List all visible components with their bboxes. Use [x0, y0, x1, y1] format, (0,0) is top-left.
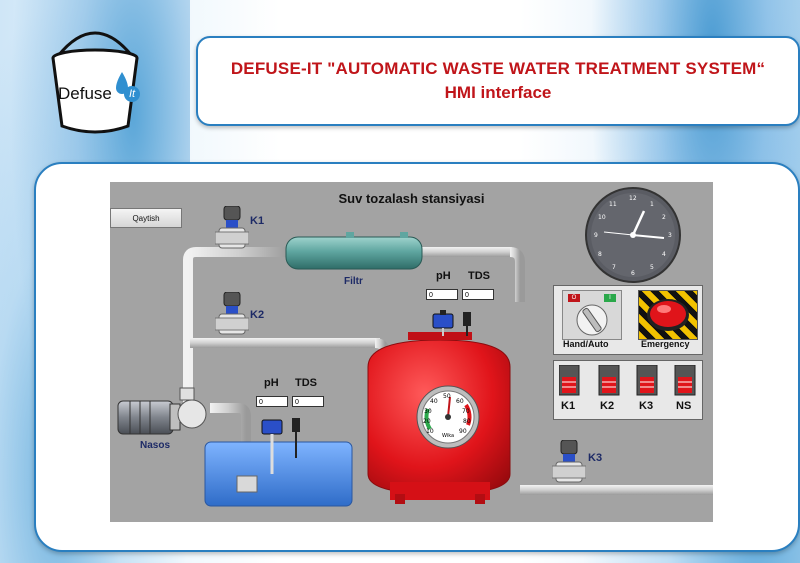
clock-number: 6 — [631, 270, 635, 277]
clock-number: 9 — [594, 232, 598, 239]
basin-tds-field: 0 — [292, 396, 324, 407]
clock-number: 7 — [612, 264, 616, 271]
header-title: DEFUSE-IT "AUTOMATIC WASTE WATER TREATME… — [230, 59, 766, 78]
basin-tds-label: TDS — [295, 377, 317, 389]
clock-number: 1 — [650, 201, 654, 208]
gauge-tick: 60 — [456, 398, 464, 405]
gauge-tick: 90 — [459, 428, 467, 435]
logo-text: Defuse — [58, 84, 112, 103]
selector-off-label: O — [568, 294, 580, 302]
pump-label: Nasos — [140, 440, 171, 451]
emergency-label: Emergency — [641, 339, 690, 349]
rotary-switch-icon — [576, 304, 608, 336]
selector-on-label: I — [604, 294, 616, 302]
clock-icon: 12 1 2 3 4 5 6 7 8 9 10 11 — [585, 187, 681, 283]
basin-ph-label: pH — [264, 377, 279, 389]
gauge-brand: Wika — [442, 433, 454, 439]
indicator-k3-label: K3 — [639, 400, 654, 412]
basin-sensor-probes-icon — [261, 418, 300, 474]
header-subtitle: HMI interface — [444, 83, 552, 102]
emergency-stop-button[interactable] — [638, 290, 698, 340]
gauge-tick: 80 — [463, 418, 471, 425]
hmi-panel: Suv tozalash stansiyasi Qaytish — [110, 182, 713, 522]
indicator-k2-label: K2 — [600, 400, 615, 412]
emergency-button-icon — [647, 299, 689, 331]
tank-sensor-probes-icon — [432, 310, 471, 336]
pressure-gauge-icon: 10 20 30 40 50 60 70 80 90 Wika — [416, 385, 480, 449]
back-button[interactable]: Qaytish — [110, 208, 182, 228]
clock-number: 5 — [650, 264, 654, 271]
indicator-ns-label: NS — [676, 400, 692, 412]
bucket-logo-icon — [51, 31, 139, 134]
clock-number: 10 — [598, 214, 606, 221]
indicator-k1-label: K1 — [561, 400, 576, 412]
valve-k2-icon[interactable] — [215, 292, 249, 354]
clock-number: 2 — [662, 214, 666, 221]
hand-auto-label: Hand/Auto — [563, 339, 609, 349]
clock-number: 3 — [668, 232, 672, 239]
tank-ph-label: pH — [436, 270, 451, 282]
gauge-tick: 40 — [430, 398, 438, 405]
gauge-tick: 70 — [462, 408, 470, 415]
basin-ph-field: 0 — [256, 396, 288, 407]
tank-ph-field: 0 — [426, 289, 458, 300]
hand-auto-selector[interactable]: O I — [562, 290, 622, 340]
clock-number: 12 — [629, 195, 637, 202]
indicator-k1-lamp-icon — [559, 365, 580, 396]
indicator-k3-lamp-icon — [636, 365, 658, 396]
valve-k1-label: K1 — [250, 215, 265, 227]
valve-k1-icon[interactable] — [215, 206, 249, 268]
tank-tds-label: TDS — [468, 270, 490, 282]
header-banner: DEFUSE-IT "AUTOMATIC WASTE WATER TREATME… — [196, 36, 800, 126]
clock-number: 4 — [662, 251, 666, 258]
indicator-lamps — [559, 365, 696, 396]
gauge-tick: 20 — [423, 418, 431, 425]
indicator-k2-lamp-icon — [598, 365, 620, 396]
gauge-tick: 30 — [424, 408, 432, 415]
clock-number: 8 — [598, 251, 602, 258]
gauge-tick: 50 — [443, 393, 451, 400]
valve-k3-label: K3 — [588, 452, 603, 464]
filter-label: Filtr — [344, 276, 363, 287]
logo-badge: It — [124, 86, 140, 102]
gauge-tick: 10 — [426, 428, 434, 435]
indicator-ns-lamp-icon — [674, 365, 696, 396]
tank-tds-field: 0 — [462, 289, 494, 300]
valve-k3-icon[interactable] — [552, 440, 586, 502]
valve-k2-label: K2 — [250, 309, 265, 321]
panel-title: Suv tozalash stansiyasi — [338, 191, 485, 206]
clock-number: 11 — [609, 201, 617, 208]
defuse-logo: Defuse It — [40, 18, 150, 138]
